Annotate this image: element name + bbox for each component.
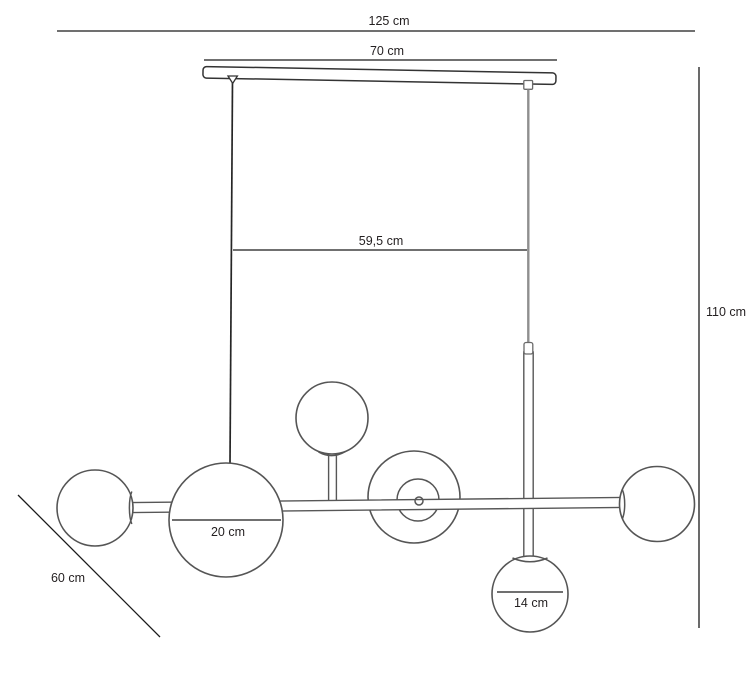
upper-globe-glass [295, 381, 369, 455]
ceiling-canopy-bar [202, 65, 557, 86]
right-wire-connector [523, 79, 534, 90]
dim-suspension-span-label: 59,5 cm [359, 234, 403, 248]
dim-canopy-width-label: 70 cm [370, 44, 404, 58]
bottom-globe [491, 555, 569, 633]
dim-depth-line [17, 494, 161, 638]
dim-total-width: 125 cm [57, 14, 695, 32]
bottom-globe-glass [491, 555, 569, 633]
right-globe-socket [621, 489, 626, 520]
bottom-globe-socket [512, 557, 548, 563]
front-globe-hub [414, 496, 424, 506]
front-globe-outer [367, 450, 461, 544]
left-wire-connector [226, 75, 239, 85]
cable-tube-joint [523, 341, 534, 355]
right-globe [618, 465, 696, 543]
left-globe-socket [128, 491, 133, 525]
dim-large-globe-label: 20 cm [211, 525, 245, 539]
dim-canopy-width: 70 cm [204, 44, 557, 61]
dim-depth: 60 cm [17, 494, 161, 638]
upper-globe-stem [327, 449, 338, 506]
dim-small-globe-label: 14 cm [514, 596, 548, 610]
dim-total-height-label: 110 cm [706, 305, 746, 319]
left-globe-glass [56, 469, 134, 547]
dim-small-globe: 14 cm [497, 591, 563, 610]
dim-large-globe: 20 cm [172, 519, 281, 539]
dim-total-height: 110 cm [698, 67, 746, 628]
canopy-group [202, 65, 557, 86]
left-globe [56, 469, 134, 547]
upper-globe-socket [318, 450, 346, 457]
right-drop-tube [523, 351, 534, 558]
front-facing-globe [367, 450, 461, 544]
dim-total-width-label: 125 cm [369, 14, 410, 28]
left-suspension-wire [229, 79, 234, 465]
dim-depth-label: 60 cm [51, 571, 85, 585]
right-globe-glass [618, 465, 696, 543]
upper-globe [295, 381, 369, 457]
dim-suspension-span: 59,5 cm [233, 234, 527, 251]
